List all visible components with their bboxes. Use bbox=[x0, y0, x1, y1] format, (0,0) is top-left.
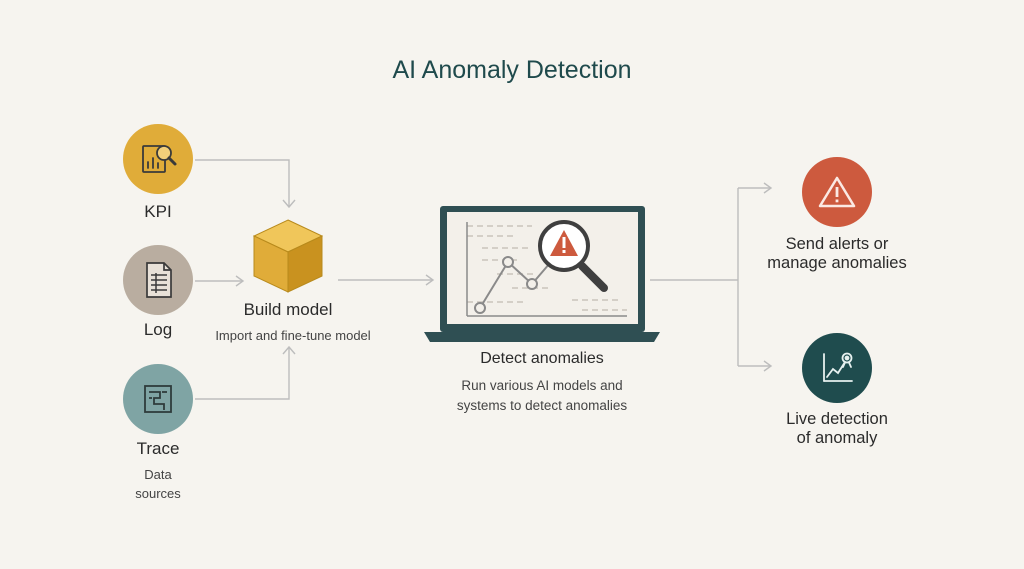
log-label: Log bbox=[143, 320, 173, 339]
alerts-circle bbox=[802, 157, 872, 227]
live-detection-label-line2: of anomaly bbox=[796, 429, 878, 447]
detect-anomalies-title: Detect anomalies bbox=[480, 350, 604, 367]
trace-label: Trace bbox=[136, 439, 180, 458]
data-sources-caption-line1: Data bbox=[144, 467, 172, 482]
line-chart-pin-icon bbox=[823, 352, 853, 382]
cube-icon bbox=[252, 219, 324, 293]
kpi-source-circle bbox=[123, 124, 193, 194]
live-detection-label-line1: Live detection bbox=[786, 410, 888, 428]
laptop-magnifier-alert-icon bbox=[424, 206, 660, 342]
diagram-title: AI Anomaly Detection bbox=[392, 56, 632, 84]
data-sources-caption-line2: sources bbox=[135, 486, 181, 501]
warning-triangle-icon bbox=[818, 176, 856, 208]
trace-source-circle bbox=[123, 364, 193, 434]
alerts-label-line2: manage anomalies bbox=[767, 254, 907, 272]
detect-description-line1: Run various AI models and bbox=[461, 378, 623, 393]
trace-flow-icon bbox=[144, 385, 172, 413]
live-detection-circle bbox=[802, 333, 872, 403]
log-source-circle bbox=[123, 245, 193, 315]
kpi-label: KPI bbox=[144, 202, 172, 221]
detect-description-line2: systems to detect anomalies bbox=[456, 398, 628, 413]
build-model-description: Import and fine-tune model bbox=[215, 328, 371, 343]
build-model-title: Build model bbox=[243, 300, 333, 319]
document-table-icon bbox=[146, 262, 172, 298]
magnifier-chart-icon bbox=[142, 145, 177, 173]
alerts-label-line1: Send alerts or bbox=[785, 235, 889, 253]
